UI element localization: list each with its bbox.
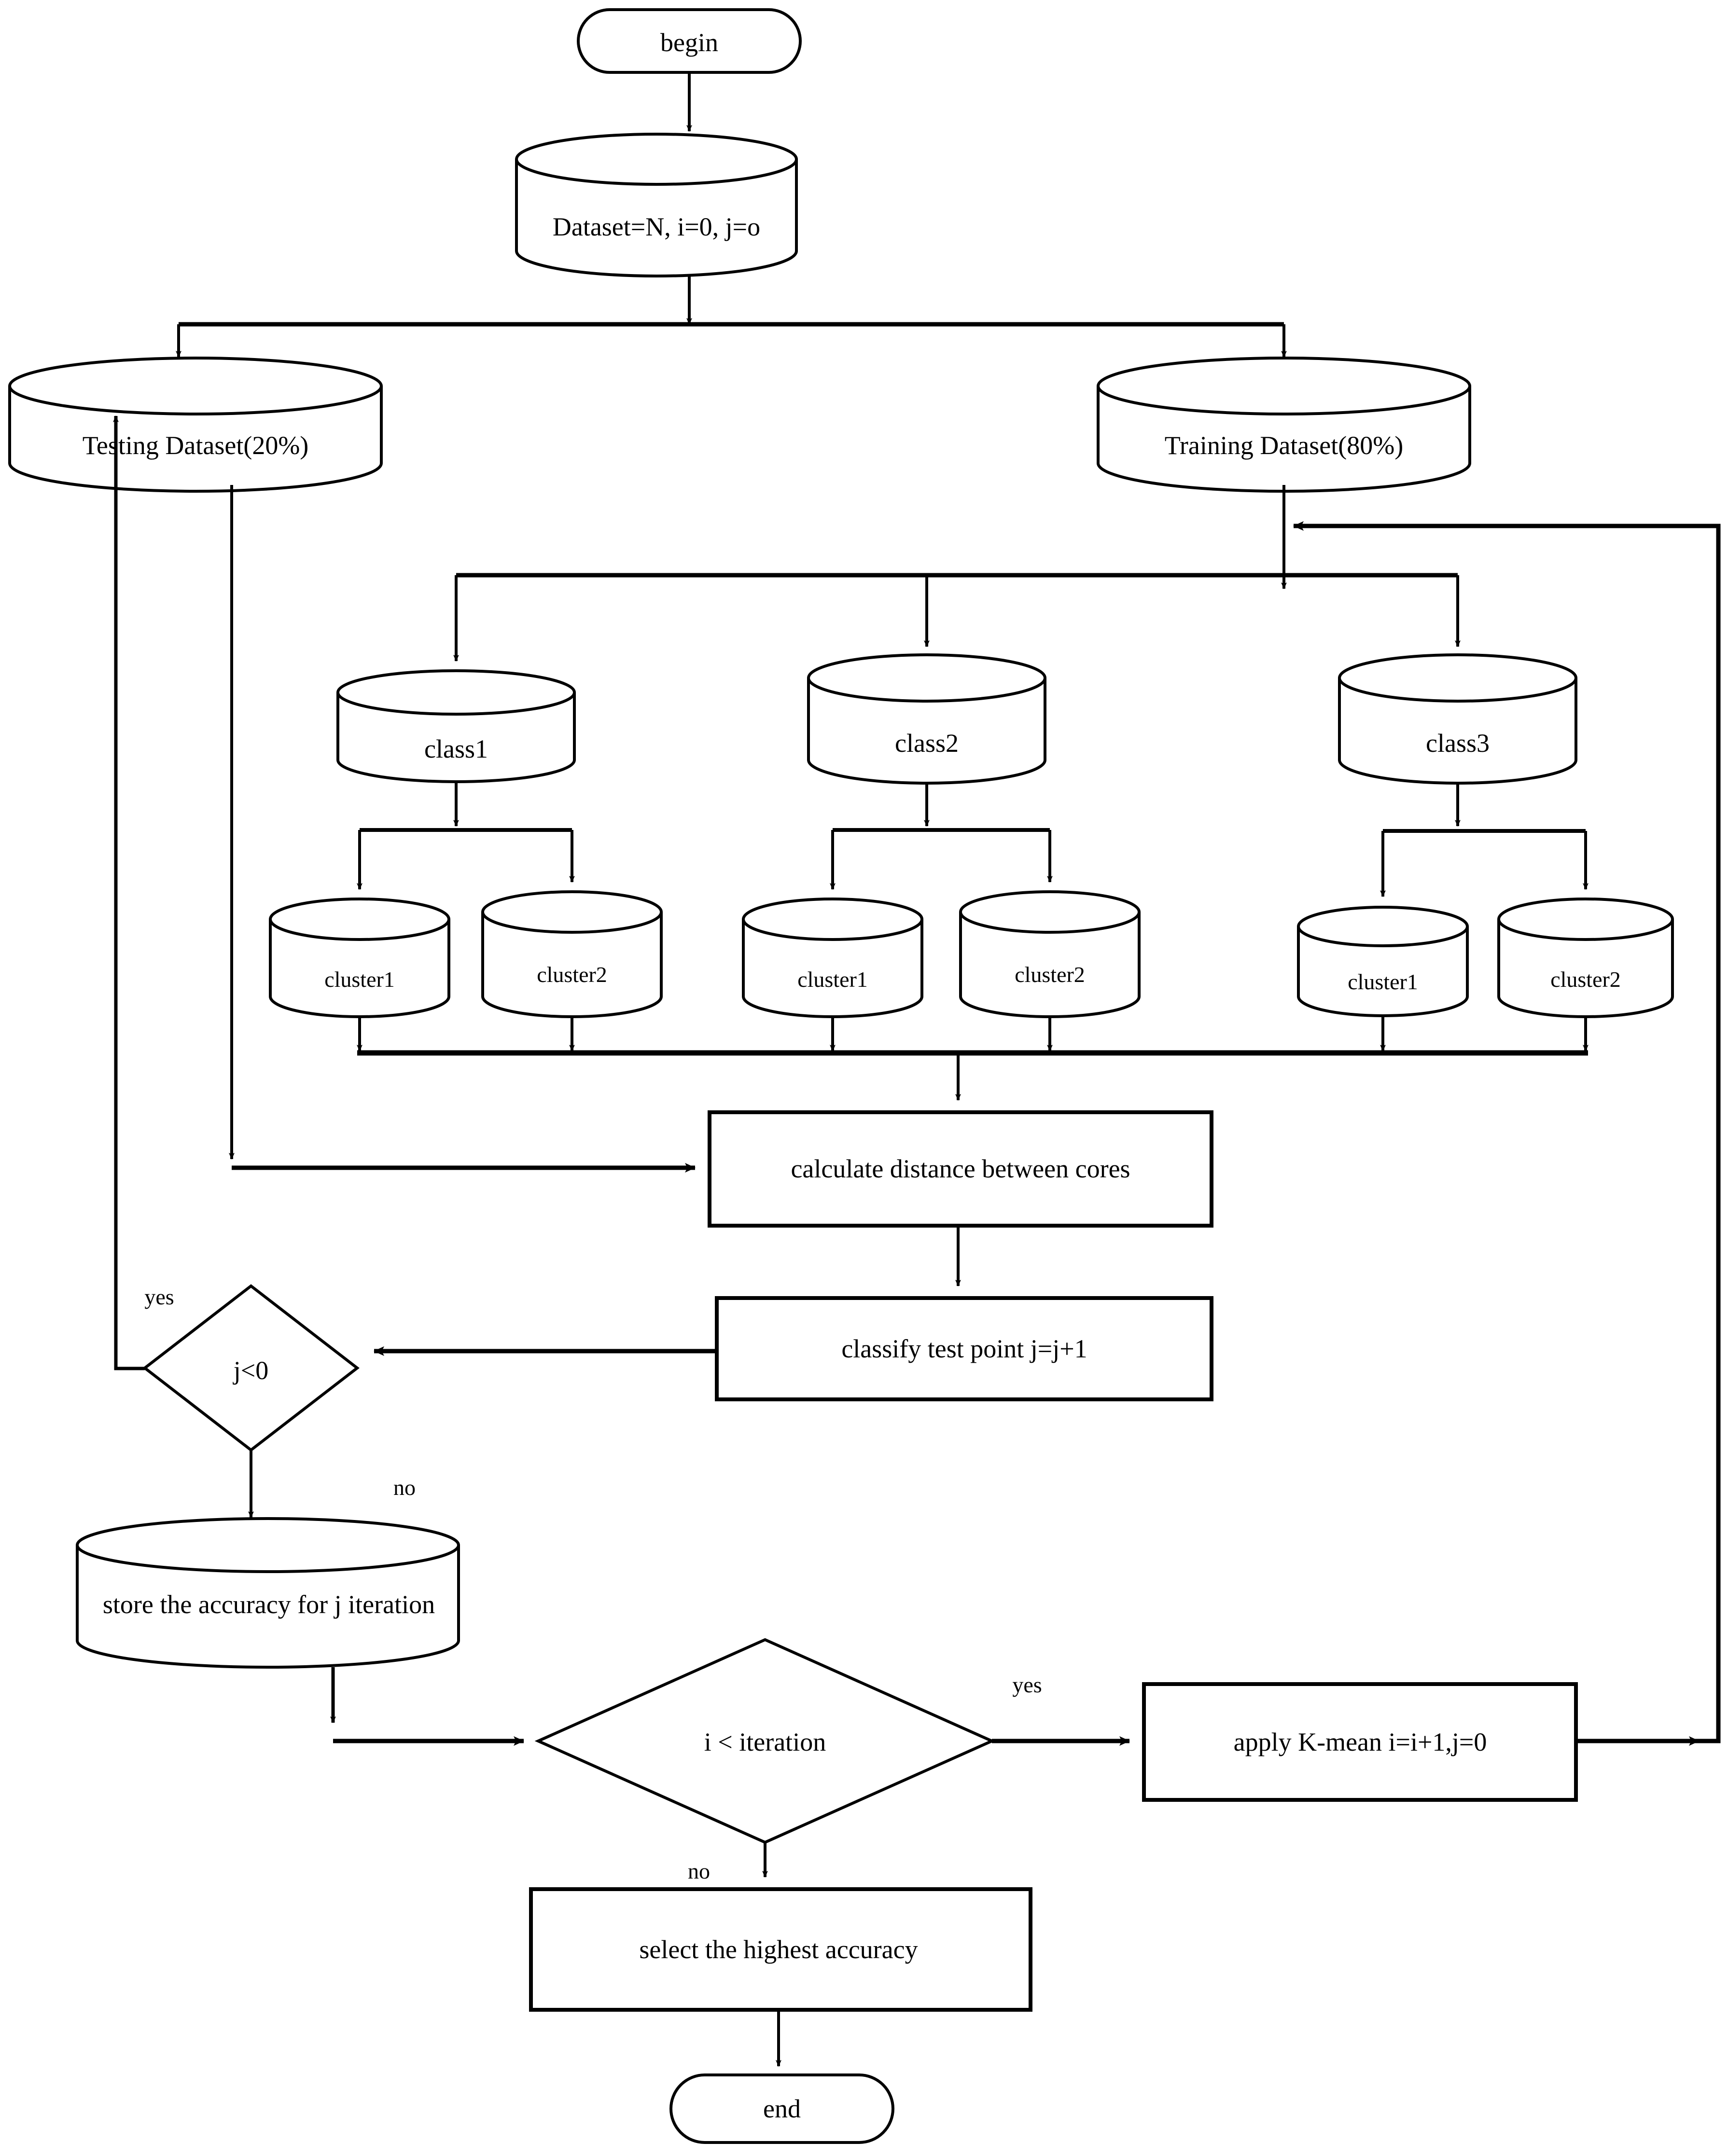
shape-c3-cluster2 (1497, 898, 1674, 1018)
edge-j-yes-path (114, 429, 145, 1370)
shape-begin (577, 8, 802, 74)
shape-c2-cluster2 (959, 890, 1141, 1018)
shape-classify (715, 1296, 1213, 1401)
shape-c3-cluster1 (1297, 906, 1469, 1017)
shape-store-accuracy (76, 1517, 460, 1669)
shape-c2-cluster1 (742, 898, 923, 1018)
shape-end (669, 2073, 894, 2144)
shape-class2 (807, 653, 1046, 785)
shape-testing-dataset (8, 357, 383, 493)
shape-c1-cluster2 (481, 890, 663, 1018)
shape-c1-cluster1 (269, 898, 450, 1018)
shape-dataset (515, 133, 798, 277)
shape-i-decision (534, 1638, 996, 1844)
shape-select-highest (529, 1887, 1032, 2012)
shape-class3 (1338, 653, 1577, 785)
shape-calculate-distance (708, 1110, 1213, 1228)
shape-class1 (336, 669, 576, 783)
shape-training-dataset (1097, 357, 1471, 493)
shape-apply-kmean (1142, 1682, 1578, 1802)
shape-j-decision (142, 1284, 360, 1452)
